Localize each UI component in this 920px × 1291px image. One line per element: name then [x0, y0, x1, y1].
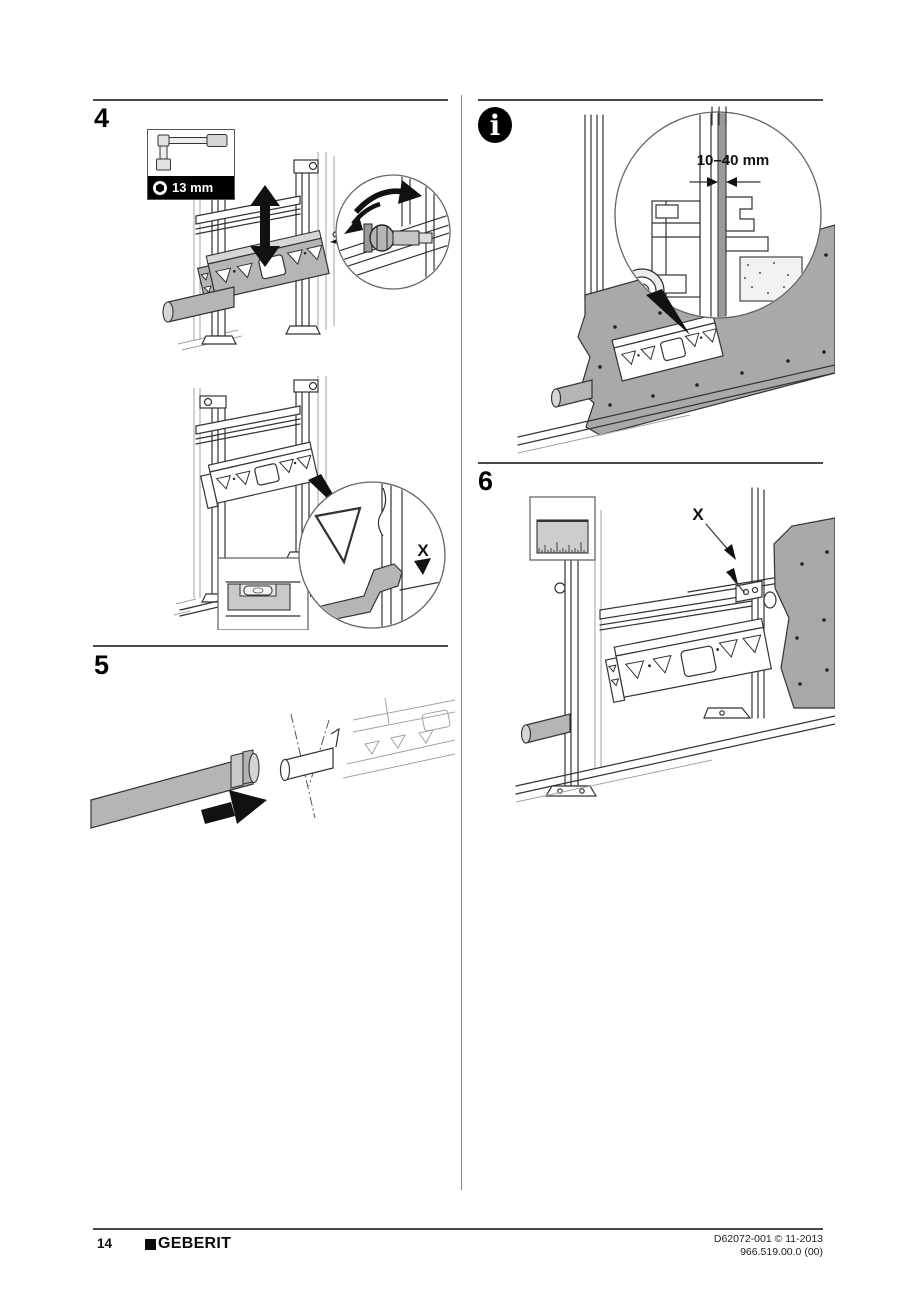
step5-top-rule [93, 645, 448, 647]
geberit-logo-text: GEBERIT [158, 1235, 232, 1252]
x-dimension-arrows [705, 523, 745, 593]
step4-diagram-level: X [150, 358, 455, 635]
detail-pointer [646, 289, 690, 335]
socket-stub [284, 747, 334, 781]
wall-panel [773, 517, 836, 709]
flush-box [199, 441, 320, 510]
info-diagram-panel-gap: 10–40 mm [490, 105, 836, 460]
spirit-level-icon [217, 557, 309, 631]
step5-number: 5 [94, 650, 110, 680]
document-reference-line1: D62072-001 © 11-2013 [713, 1233, 823, 1245]
footer-rule [93, 1228, 823, 1230]
step6-diagram-offset: X [490, 468, 836, 815]
step4-number: 4 [94, 103, 110, 133]
info-top-rule [478, 99, 823, 101]
geberit-logo-mark [145, 1238, 156, 1250]
socket-wrench-icon [148, 130, 234, 176]
flush-box [604, 617, 772, 703]
column-divider [461, 95, 462, 1190]
hex-socket-icon [153, 180, 167, 195]
panel-edge-strip [717, 113, 727, 317]
rotate-arrows-icon [344, 180, 422, 234]
step6-top-rule [478, 462, 823, 464]
step6-x-label: X [692, 505, 704, 524]
tool-size-label: 13 mm [172, 180, 214, 195]
flush-box [611, 314, 724, 382]
geberit-logo: GEBERIT [145, 1235, 231, 1253]
document-reference: D62072-001 © 11-2013 966.519.00.0 (00) [714, 1233, 823, 1259]
ruler-icon [529, 496, 596, 561]
up-down-arrow-icon [250, 185, 280, 267]
gap-dimension-arrows [689, 177, 761, 187]
page-number: 14 [97, 1236, 113, 1251]
insert-arrow-icon [201, 790, 267, 824]
info-icon-glyph: i [490, 109, 501, 142]
step5-diagram-pipe [85, 690, 456, 880]
step4-top-rule [93, 99, 448, 101]
step4-x-label: X [417, 541, 429, 560]
drain-pipe [90, 755, 254, 829]
hex-bolt [369, 224, 395, 252]
gap-dimension-label: 10–40 mm [697, 152, 770, 169]
info-icon: i [477, 106, 515, 151]
document-reference-line2: 966.519.00.0 (00) [740, 1246, 823, 1258]
step6-number: 6 [478, 466, 494, 496]
tool-size-badge: 13 mm [147, 129, 235, 200]
